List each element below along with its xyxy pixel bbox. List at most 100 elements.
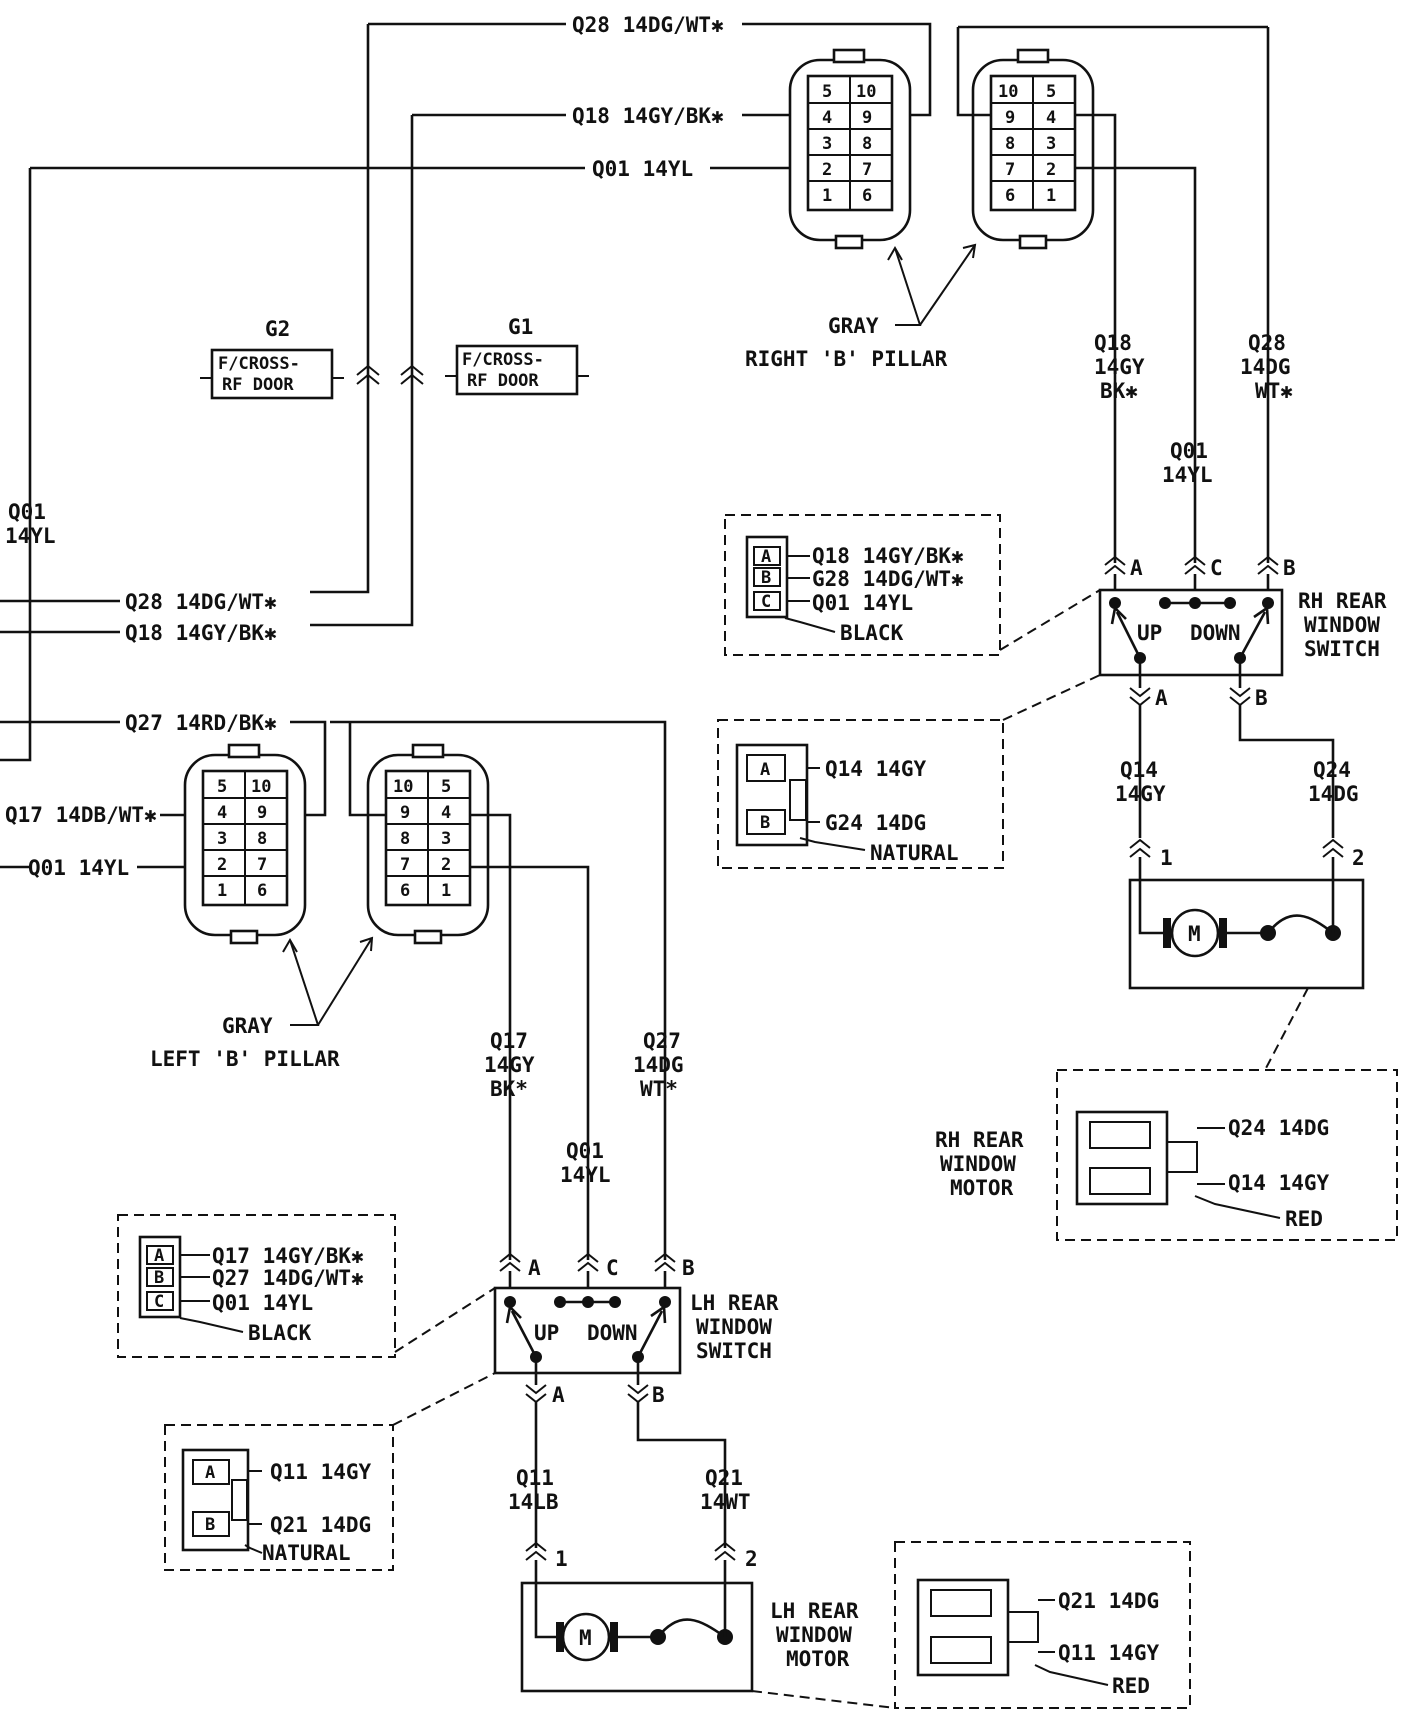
right-pillar-color: GRAY (828, 314, 879, 338)
connector-color: NATURAL (870, 841, 959, 865)
connector-color: BLACK (248, 1321, 312, 1345)
pin-label: 1 (1160, 846, 1173, 870)
wire-label: G24 14DG (825, 811, 926, 835)
pin-label: B (761, 568, 771, 588)
pin-label: 1 (217, 881, 227, 901)
pin-label: 3 (822, 134, 832, 154)
wire-label: Q01 14YL (28, 856, 129, 880)
lh-pillar-wires (348, 722, 590, 1260)
wire-label: 14YL (1162, 463, 1213, 487)
pin-label: 1 (555, 1547, 568, 1571)
wire-label: 14GY (1115, 782, 1166, 806)
component-label: WINDOW (776, 1623, 852, 1647)
wire-label: Q11 (516, 1466, 554, 1490)
pin-label: 3 (1046, 134, 1056, 154)
pin-label: 6 (400, 881, 410, 901)
component-label: LH REAR (690, 1291, 779, 1315)
rh-switch-up: UP (1137, 621, 1162, 645)
pin-label: B (205, 1515, 215, 1535)
rh-switch-connector: A B C Q18 14GY/BK✱ G28 14DG/WT✱ Q01 14YL… (724, 514, 1101, 656)
pin-label: 7 (862, 160, 872, 180)
component-label: LH REAR (770, 1599, 859, 1623)
pin-label: C (154, 1292, 164, 1312)
rh-switch-wire-labels: Q18 14GY BK✱ Q01 14YL Q28 14DG WT✱ (1094, 331, 1293, 487)
pin-label: 9 (1005, 108, 1015, 128)
component-label: WINDOW (1304, 613, 1380, 637)
component-label: WINDOW (940, 1152, 1016, 1176)
pin-label: A (528, 1256, 541, 1280)
component-label: SWITCH (1304, 637, 1380, 661)
pin-label: 3 (441, 829, 451, 849)
pin-label: 7 (400, 855, 410, 875)
ground-g2: G2 F/CROSS- RF DOOR (200, 317, 344, 400)
pin-label: 1 (1046, 186, 1056, 206)
wire-label: Q17 (490, 1029, 528, 1053)
motor-symbol: M (579, 1626, 592, 1650)
pin-label: A (552, 1383, 565, 1407)
component-label: SWITCH (696, 1339, 772, 1363)
pin-label: C (761, 592, 771, 612)
wire-label: G28 14DG/WT✱ (812, 567, 964, 591)
lh-switch-connector: A B C Q17 14GY/BK✱ Q27 14DG/WT✱ Q01 14YL… (117, 1214, 496, 1358)
pin-label: 8 (257, 829, 267, 849)
pin-label: A (154, 1246, 164, 1266)
wire-label: Q01 (1170, 439, 1208, 463)
lh-motor-feed-connector: A B Q11 14GY Q21 14DG NATURAL (164, 1372, 496, 1571)
pin-label: 5 (822, 82, 832, 102)
wire-label: Q14 14GY (825, 757, 927, 781)
pin-label: 10 (393, 777, 413, 797)
pin-label: A (761, 547, 771, 567)
pin-label: 2 (745, 1547, 758, 1571)
pin-label: 2 (1046, 160, 1056, 180)
pin-label: 4 (441, 803, 451, 823)
right-pillar-connector-a: 5 10 4 9 3 8 2 7 1 6 (788, 48, 912, 250)
connector-color: BLACK (840, 621, 904, 645)
wire-label: 14YL (5, 524, 56, 548)
pin-label: A (760, 760, 770, 780)
pin-label: A (1155, 686, 1168, 710)
component-label: MOTOR (786, 1647, 850, 1671)
pin-label: B (652, 1383, 665, 1407)
pin-label: 9 (400, 803, 410, 823)
rh-switch-down: DOWN (1190, 621, 1241, 645)
wire-label: Q28 14DG/WT✱ (125, 590, 277, 614)
pin-label: A (205, 1463, 215, 1483)
wire-label-q01-top: Q01 14YL (592, 157, 693, 181)
pin-label: 4 (822, 108, 832, 128)
wire-label: Q27 14RD/BK✱ (125, 711, 277, 735)
pin-label: 7 (1005, 160, 1015, 180)
rh-rear-window-switch: A C B UP DOWN RH REAR WINDOW SWITCH A B (1098, 555, 1387, 710)
pin-label: 6 (1005, 186, 1015, 206)
component-label: WINDOW (696, 1315, 772, 1339)
wire-label: Q11 14GY (270, 1460, 372, 1484)
pin-label: 1 (822, 186, 832, 206)
rh-rear-window-motor: Q14 14GY Q24 14DG 1 2 M (1115, 705, 1365, 1071)
rh-pillar-wires (956, 25, 1270, 563)
pin-label: 10 (251, 777, 271, 797)
component-label: RH REAR (935, 1128, 1024, 1152)
wire-label: 14LB (508, 1490, 559, 1514)
wire-label: 14DG (1240, 355, 1291, 379)
wire-label: Q28 (1248, 331, 1286, 355)
lh-switch-up: UP (534, 1321, 559, 1345)
ground-g2-line1: F/CROSS- (218, 354, 300, 374)
left-pillar-color: GRAY (222, 1014, 273, 1038)
wire-label: Q11 14GY (1058, 1641, 1160, 1665)
ground-g2-line2: RF DOOR (222, 375, 294, 395)
wire-label: 14WT (700, 1490, 751, 1514)
pin-label: 9 (257, 803, 267, 823)
pin-label: 10 (856, 82, 876, 102)
ground-g1: G1 F/CROSS- RF DOOR (445, 315, 589, 396)
pin-label: B (1283, 556, 1296, 580)
left-pillar-connector-a: 5 10 4 9 3 8 2 7 1 6 (183, 743, 307, 945)
wire-label: Q18 14GY/BK✱ (125, 621, 277, 645)
wire-label: Q01 (8, 500, 46, 524)
wire-label: BK✱ (1100, 379, 1138, 403)
pin-label: 2 (441, 855, 451, 875)
ground-g1-id: G1 (508, 315, 533, 339)
pin-label: 7 (257, 855, 267, 875)
pin-label: 6 (862, 186, 872, 206)
connector-color: RED (1112, 1674, 1150, 1698)
pin-label: 6 (257, 881, 267, 901)
